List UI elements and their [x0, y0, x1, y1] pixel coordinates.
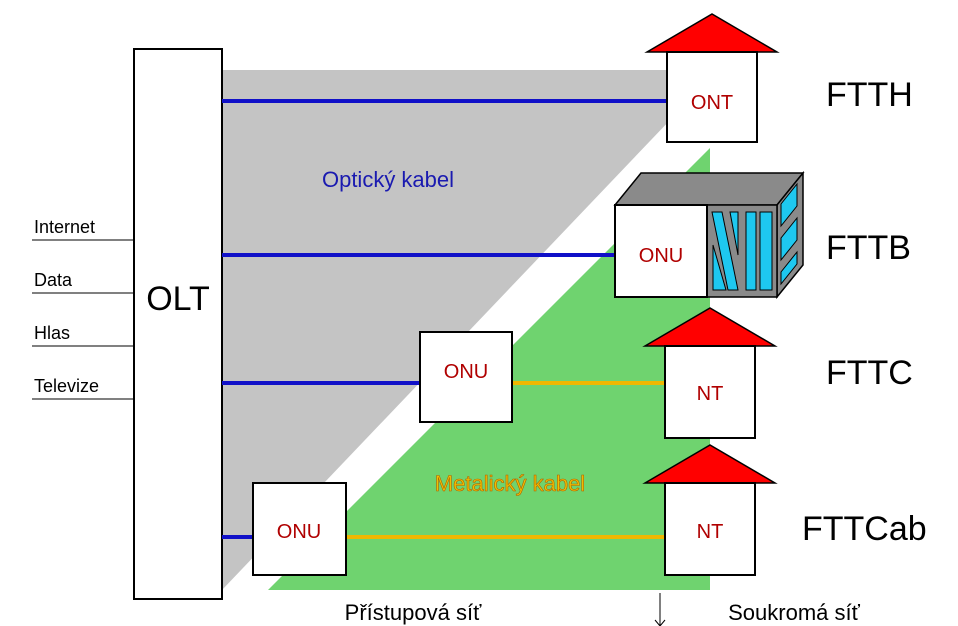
fttc-nt-label: NT: [697, 383, 724, 405]
input-label-hlas: Hlas: [34, 323, 70, 343]
fttcab-onu-label: ONU: [277, 521, 321, 543]
network-boundary-arrow-right: [659, 619, 666, 626]
access-network-label: Přístupová síť: [345, 600, 482, 625]
ont-house-roof: [644, 13, 780, 53]
fttc-nt-box: [664, 345, 756, 439]
input-label-internet: Internet: [34, 217, 95, 237]
row-label-ftth: FTTH: [826, 76, 913, 114]
fttcab-onu-box: [252, 482, 347, 576]
row-label-fttcab: FTTCab: [802, 510, 927, 548]
fttc-onu-box: [419, 331, 513, 423]
olt-box: [133, 48, 223, 600]
building-window-1: [711, 211, 739, 291]
fttb-onu-label: ONU: [639, 245, 683, 267]
optical-segment-area: [222, 70, 672, 590]
building-window-5: [759, 211, 773, 291]
building-top: [613, 172, 805, 206]
optical-cable-label: Optický kabel: [322, 167, 454, 192]
building-window-2: [712, 244, 727, 291]
input-label-televize: Televize: [34, 376, 99, 396]
building-window-7: [780, 216, 798, 262]
building-window-4: [745, 211, 757, 291]
ont-box: [666, 51, 758, 143]
row-label-fttc: FTTC: [826, 354, 913, 392]
metallic-cable-label: Metalický kabel: [435, 471, 585, 496]
row-label-fttb: FTTB: [826, 229, 911, 267]
fttcab-nt-box: [664, 482, 756, 576]
fttc-onu-label: ONU: [444, 361, 488, 383]
fttcab-nt-label: NT: [697, 521, 724, 543]
ont-label: ONT: [691, 92, 733, 114]
fttb-onu-box: [614, 204, 708, 298]
building-window-3: [729, 211, 739, 256]
private-network-label: Soukromá síť: [728, 600, 860, 625]
olt-label: OLT: [146, 280, 210, 318]
building-window-8: [780, 250, 798, 286]
building-window-6: [780, 182, 798, 228]
network-boundary-arrow-left: [654, 619, 661, 626]
input-label-data: Data: [34, 270, 73, 290]
